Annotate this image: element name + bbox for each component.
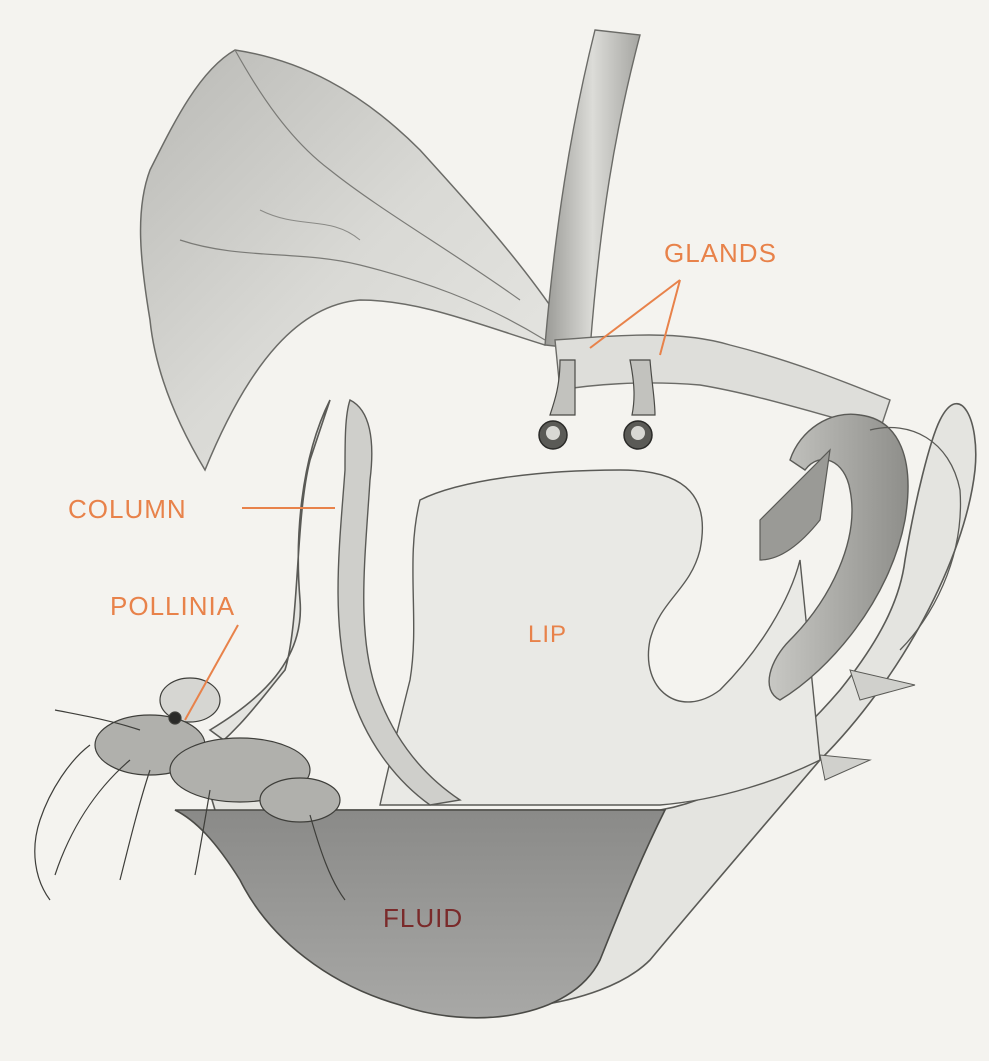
label-lip: LIP xyxy=(528,621,567,648)
label-pollinia: POLLINIA xyxy=(110,591,235,621)
label-glands: GLANDS xyxy=(664,238,777,268)
stem xyxy=(545,30,640,350)
label-column: COLUMN xyxy=(68,494,187,524)
label-fluid: FLUID xyxy=(383,903,463,933)
lip-curl-flap xyxy=(760,450,830,560)
lip-spike-2 xyxy=(820,755,870,780)
lip-cavity xyxy=(380,470,820,805)
